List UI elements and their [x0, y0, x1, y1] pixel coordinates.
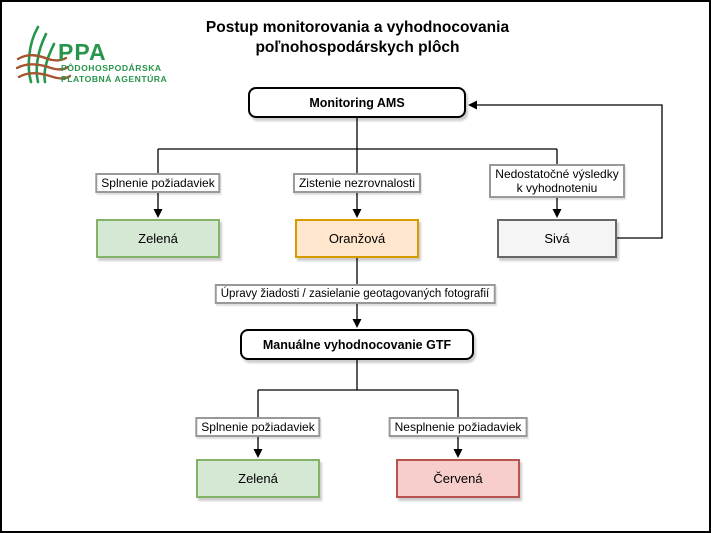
- node-status-green-1: Zelená: [96, 219, 220, 258]
- edge-label-discrepancy-found: Zistenie nezrovnalosti: [292, 173, 422, 193]
- node-status-orange: Oranžová: [295, 219, 419, 258]
- logo-acronym: PPA: [58, 39, 107, 65]
- node-status-green-2: Zelená: [196, 459, 320, 498]
- logo-name-line2: PLATOBNÁ AGENTÚRA: [61, 73, 167, 84]
- edge-label-requirements-met-2: Splnenie požiadaviek: [195, 417, 321, 437]
- ppa-logo: PPA PÔDOHOSPODÁRSKA PLATOBNÁ AGENTÚRA: [16, 25, 167, 84]
- node-status-red: Červená: [396, 459, 520, 498]
- edge-label-requirements-met-1: Splnenie požiadaviek: [95, 173, 221, 193]
- diagram-title-line2: poľnohospodárskych plôch: [255, 39, 460, 56]
- diagram-title: Postup monitorovania a vyhodnocovania po…: [2, 18, 709, 58]
- logo-name-line1: PÔDOHOSPODÁRSKA: [61, 62, 162, 73]
- node-manual-gtf-evaluation: Manuálne vyhodnocovanie GTF: [240, 329, 474, 360]
- diagram-title-line1: Postup monitorovania a vyhodnocovania: [205, 19, 510, 36]
- node-status-grey: Sivá: [497, 219, 617, 258]
- node-monitoring-ams: Monitoring AMS: [248, 87, 466, 118]
- edge-label-insufficient-results: Nedostatočné výsledky k vyhodnoteniu: [489, 164, 625, 198]
- edge-label-requirements-not-met: Nesplnenie požiadaviek: [388, 417, 528, 437]
- edge-label-application-edits-geotagged-photos: Úpravy žiadosti / zasielanie geotagovaný…: [214, 284, 496, 304]
- arrowheads: [153, 100, 562, 458]
- logo-soil-icon: [16, 54, 72, 80]
- edge-siva-feedback-loop: [476, 104, 663, 239]
